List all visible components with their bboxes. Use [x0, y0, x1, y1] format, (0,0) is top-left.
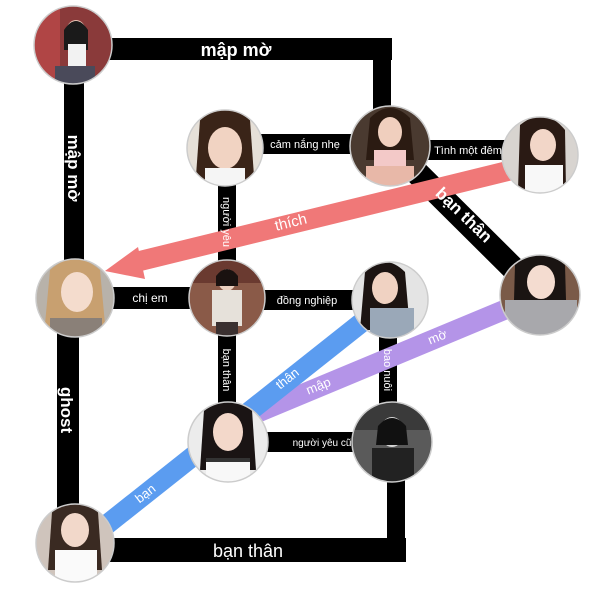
connector-red — [137, 158, 523, 271]
label-chi-em: chị em — [132, 291, 167, 305]
person-node-3[interactable] — [348, 104, 432, 188]
person-node-11[interactable] — [34, 502, 116, 584]
label-bao-nuoi: bao nuôi — [381, 349, 393, 391]
person-node-1[interactable] — [30, 2, 120, 92]
label-nguoi-yeu: người yêu — [220, 197, 232, 247]
person-node-5[interactable] — [34, 257, 116, 340]
red-arrowhead-icon — [105, 247, 145, 279]
label-left-top: mập mờ — [64, 135, 83, 203]
label-dong-nghiep: đồng nghiệp — [277, 295, 338, 307]
label-ban-than-diag: bạn thân — [432, 184, 496, 247]
person-node-2[interactable] — [185, 108, 265, 190]
person-node-9[interactable] — [186, 399, 270, 486]
label-bottom: bạn thân — [213, 541, 283, 561]
connector-purple — [224, 285, 544, 435]
person-node-4[interactable] — [500, 115, 580, 195]
label-left-bottom: ghost — [57, 387, 76, 434]
person-node-6[interactable] — [187, 258, 267, 338]
label-nguoi-yeu-cu: người yêu cũ — [293, 438, 352, 449]
person-node-7[interactable] — [350, 260, 430, 340]
label-cam-nang: cảm nắng nhẹ — [270, 138, 340, 151]
label-top: mập mờ — [201, 40, 272, 60]
label-ban-than-v: bạn thân — [220, 349, 232, 392]
label-tinh-mot-dem: Tình một đêm — [434, 145, 502, 157]
person-node-10[interactable] — [350, 400, 434, 484]
label-mo-purple: mờ — [426, 326, 450, 347]
